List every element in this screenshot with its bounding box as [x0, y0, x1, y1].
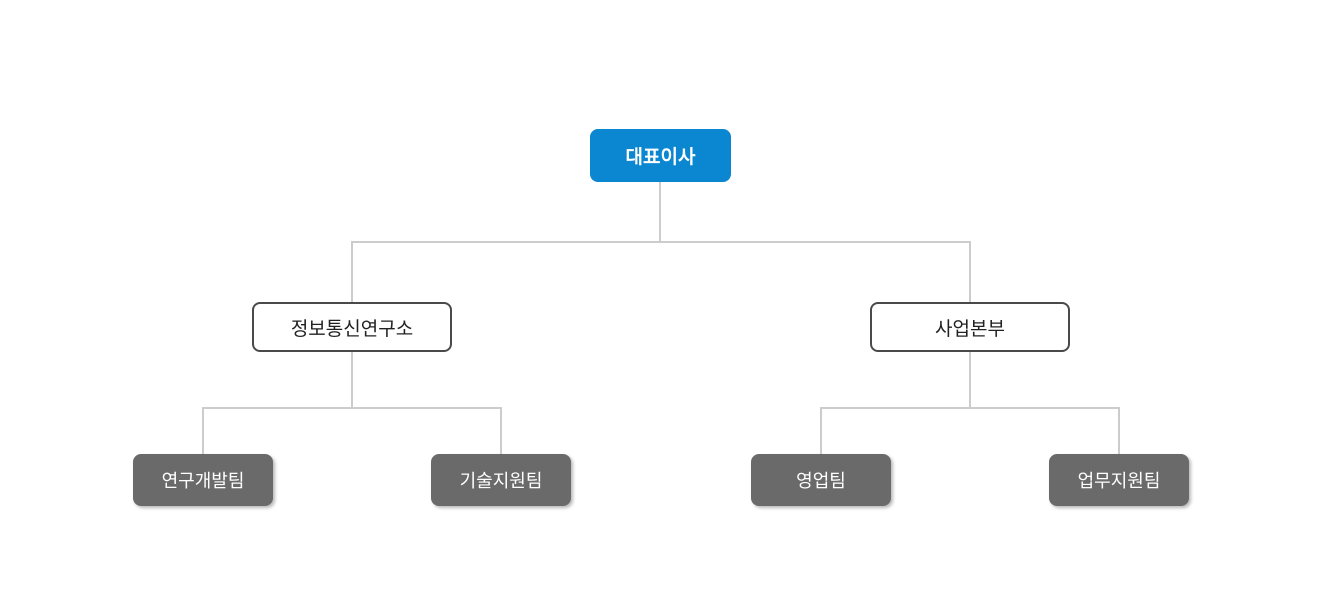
org-node-ceo-label: 대표이사 — [625, 147, 696, 168]
org-node-division-label: 사업본부 — [935, 318, 1005, 340]
org-node-team-label: 기술지원팀 — [459, 471, 543, 491]
connector-line — [820, 407, 822, 454]
org-node-team-business-support: 업무지원팀 — [1049, 454, 1189, 506]
connector-line — [1118, 407, 1120, 454]
connector-line — [969, 241, 971, 303]
connector-line — [820, 407, 1120, 409]
connector-line — [351, 241, 353, 303]
org-node-team-label: 영업팀 — [796, 471, 846, 491]
org-node-ceo: 대표이사 — [590, 129, 731, 182]
connector-line — [351, 352, 353, 408]
connector-line — [969, 352, 971, 408]
org-node-team-tech-support: 기술지원팀 — [431, 454, 571, 506]
connector-line — [202, 407, 502, 409]
connector-line — [351, 241, 971, 243]
connector-line — [500, 407, 502, 454]
org-node-team-label: 업무지원팀 — [1077, 471, 1161, 491]
org-node-team-sales: 영업팀 — [751, 454, 891, 506]
org-node-division-label: 정보통신연구소 — [290, 318, 414, 340]
connector-line — [659, 182, 661, 243]
connector-line — [202, 407, 204, 454]
org-node-division-research-institute: 정보통신연구소 — [252, 302, 452, 352]
org-node-division-business-division: 사업본부 — [870, 302, 1070, 352]
org-node-team-label: 연구개발팀 — [161, 471, 245, 491]
org-node-team-rnd: 연구개발팀 — [133, 454, 273, 506]
